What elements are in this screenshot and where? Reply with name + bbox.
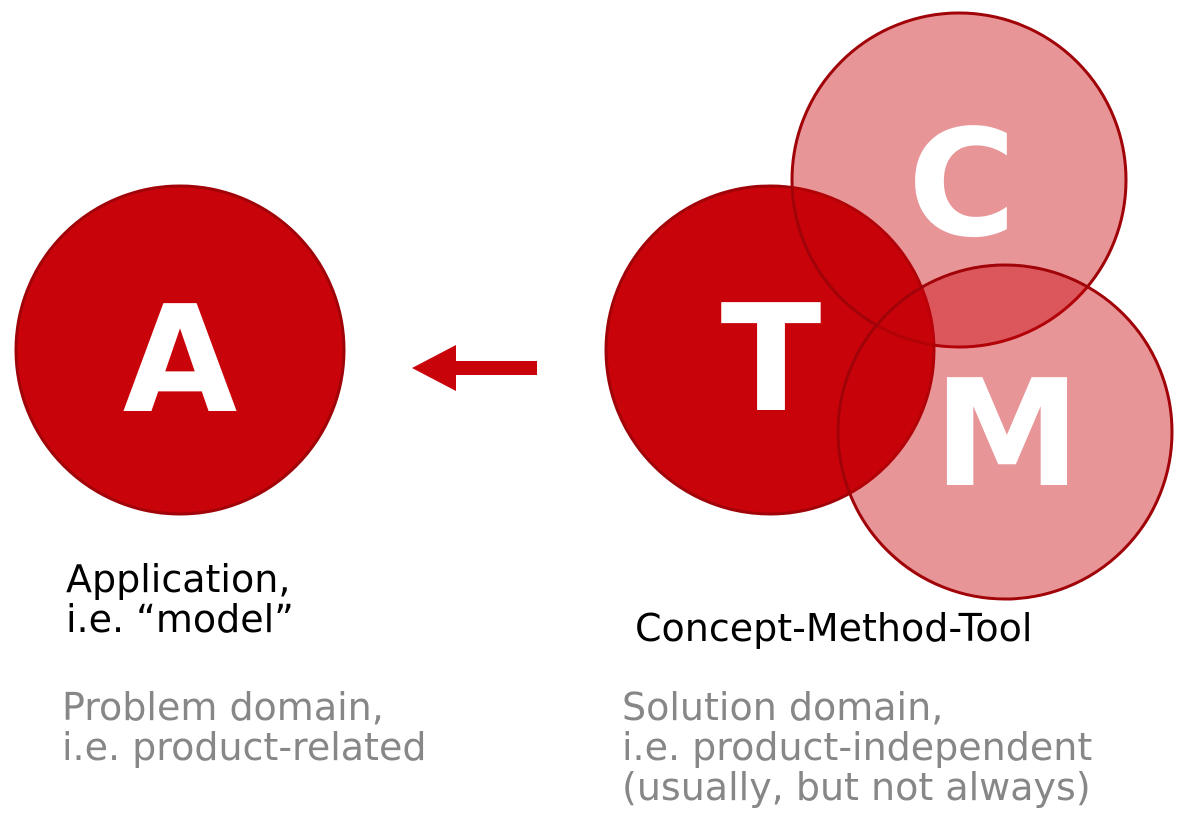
concept-circle [790,11,1128,349]
problem-domain-line2: i.e. product-related [62,725,427,769]
application-label-line2: i.e. “model” [66,597,294,641]
tool-circle-letter: T [721,273,822,445]
application-circle [14,184,346,516]
solution-domain-line3: (usually, but not always) [622,765,1091,809]
cmt-label-line1: Concept-Method-Tool [635,606,1033,650]
solution-domain-label: Solution domain, i.e. product-independen… [622,687,1092,807]
method-circle [836,263,1174,601]
application-label: Application, i.e. “model” [66,559,294,639]
problem-domain-line1: Problem domain, [62,685,384,729]
solution-domain-line1: Solution domain, [622,685,944,729]
problem-domain-label: Problem domain, i.e. product-related [62,687,426,767]
concept-circle-letter: C [908,98,1017,270]
cmt-label: Concept-Method-Tool [635,608,1032,648]
tool-circle [604,184,936,516]
solution-domain-line2: i.e. product-independent [622,725,1093,769]
application-circle-letter: A [123,274,238,446]
application-label-line1: Application, [66,557,291,601]
method-circle-letter: M [933,348,1080,520]
arrow-left-icon [412,345,537,391]
